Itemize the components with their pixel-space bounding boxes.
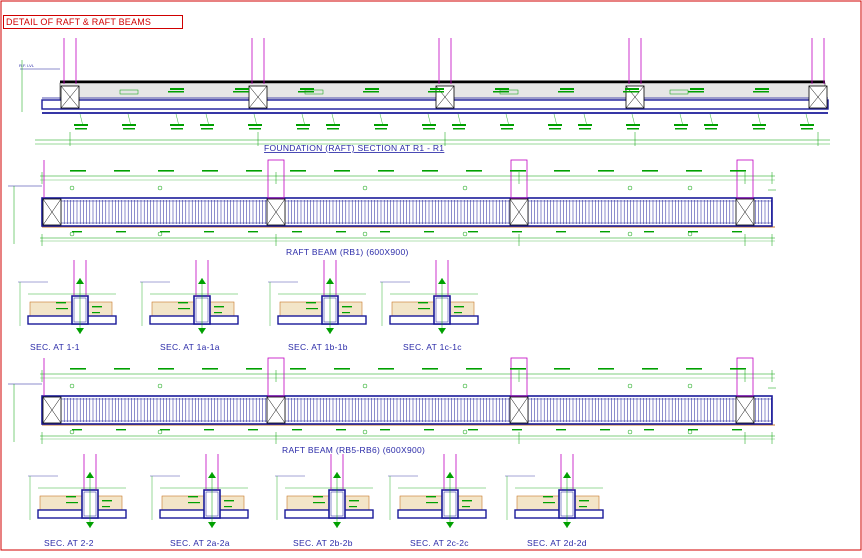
section-label-1b-1b: SEC. AT 1b-1b (288, 342, 348, 352)
raft-beam-rb1-label: RAFT BEAM (RB1) (600X900) (286, 247, 409, 257)
section-label-2-2: SEC. AT 2-2 (44, 538, 94, 548)
raft-beam-rb5-label: RAFT BEAM (RB5-RB6) (600X900) (282, 445, 425, 455)
section-label-2d-2d: SEC. AT 2d-2d (527, 538, 587, 548)
section-label-1a-1a: SEC. AT 1a-1a (160, 342, 220, 352)
sections-row-2 (28, 454, 604, 528)
sections-row-1 (18, 260, 479, 334)
svg-text:R.F. LVL: R.F. LVL (19, 63, 35, 68)
section-label-1-1: SEC. AT 1-1 (30, 342, 80, 352)
section-label-2c-2c: SEC. AT 2c-2c (410, 538, 469, 548)
section-label-2a-2a: SEC. AT 2a-2a (170, 538, 230, 548)
section-label-2b-2b: SEC. AT 2b-2b (293, 538, 353, 548)
raft-beam-rb5 (8, 357, 776, 444)
raft-section-label: FOUNDATION (RAFT) SECTION AT R1 - R1 (264, 143, 444, 153)
drawing-title: DETAIL OF RAFT & RAFT BEAMS (6, 17, 152, 27)
raft-beam-rb1 (8, 159, 776, 246)
section-label-1c-1c: SEC. AT 1c-1c (403, 342, 462, 352)
raft-section-r1: R.F. LVL (19, 38, 830, 146)
drawing-title-box: DETAIL OF RAFT & RAFT BEAMS (3, 15, 183, 29)
